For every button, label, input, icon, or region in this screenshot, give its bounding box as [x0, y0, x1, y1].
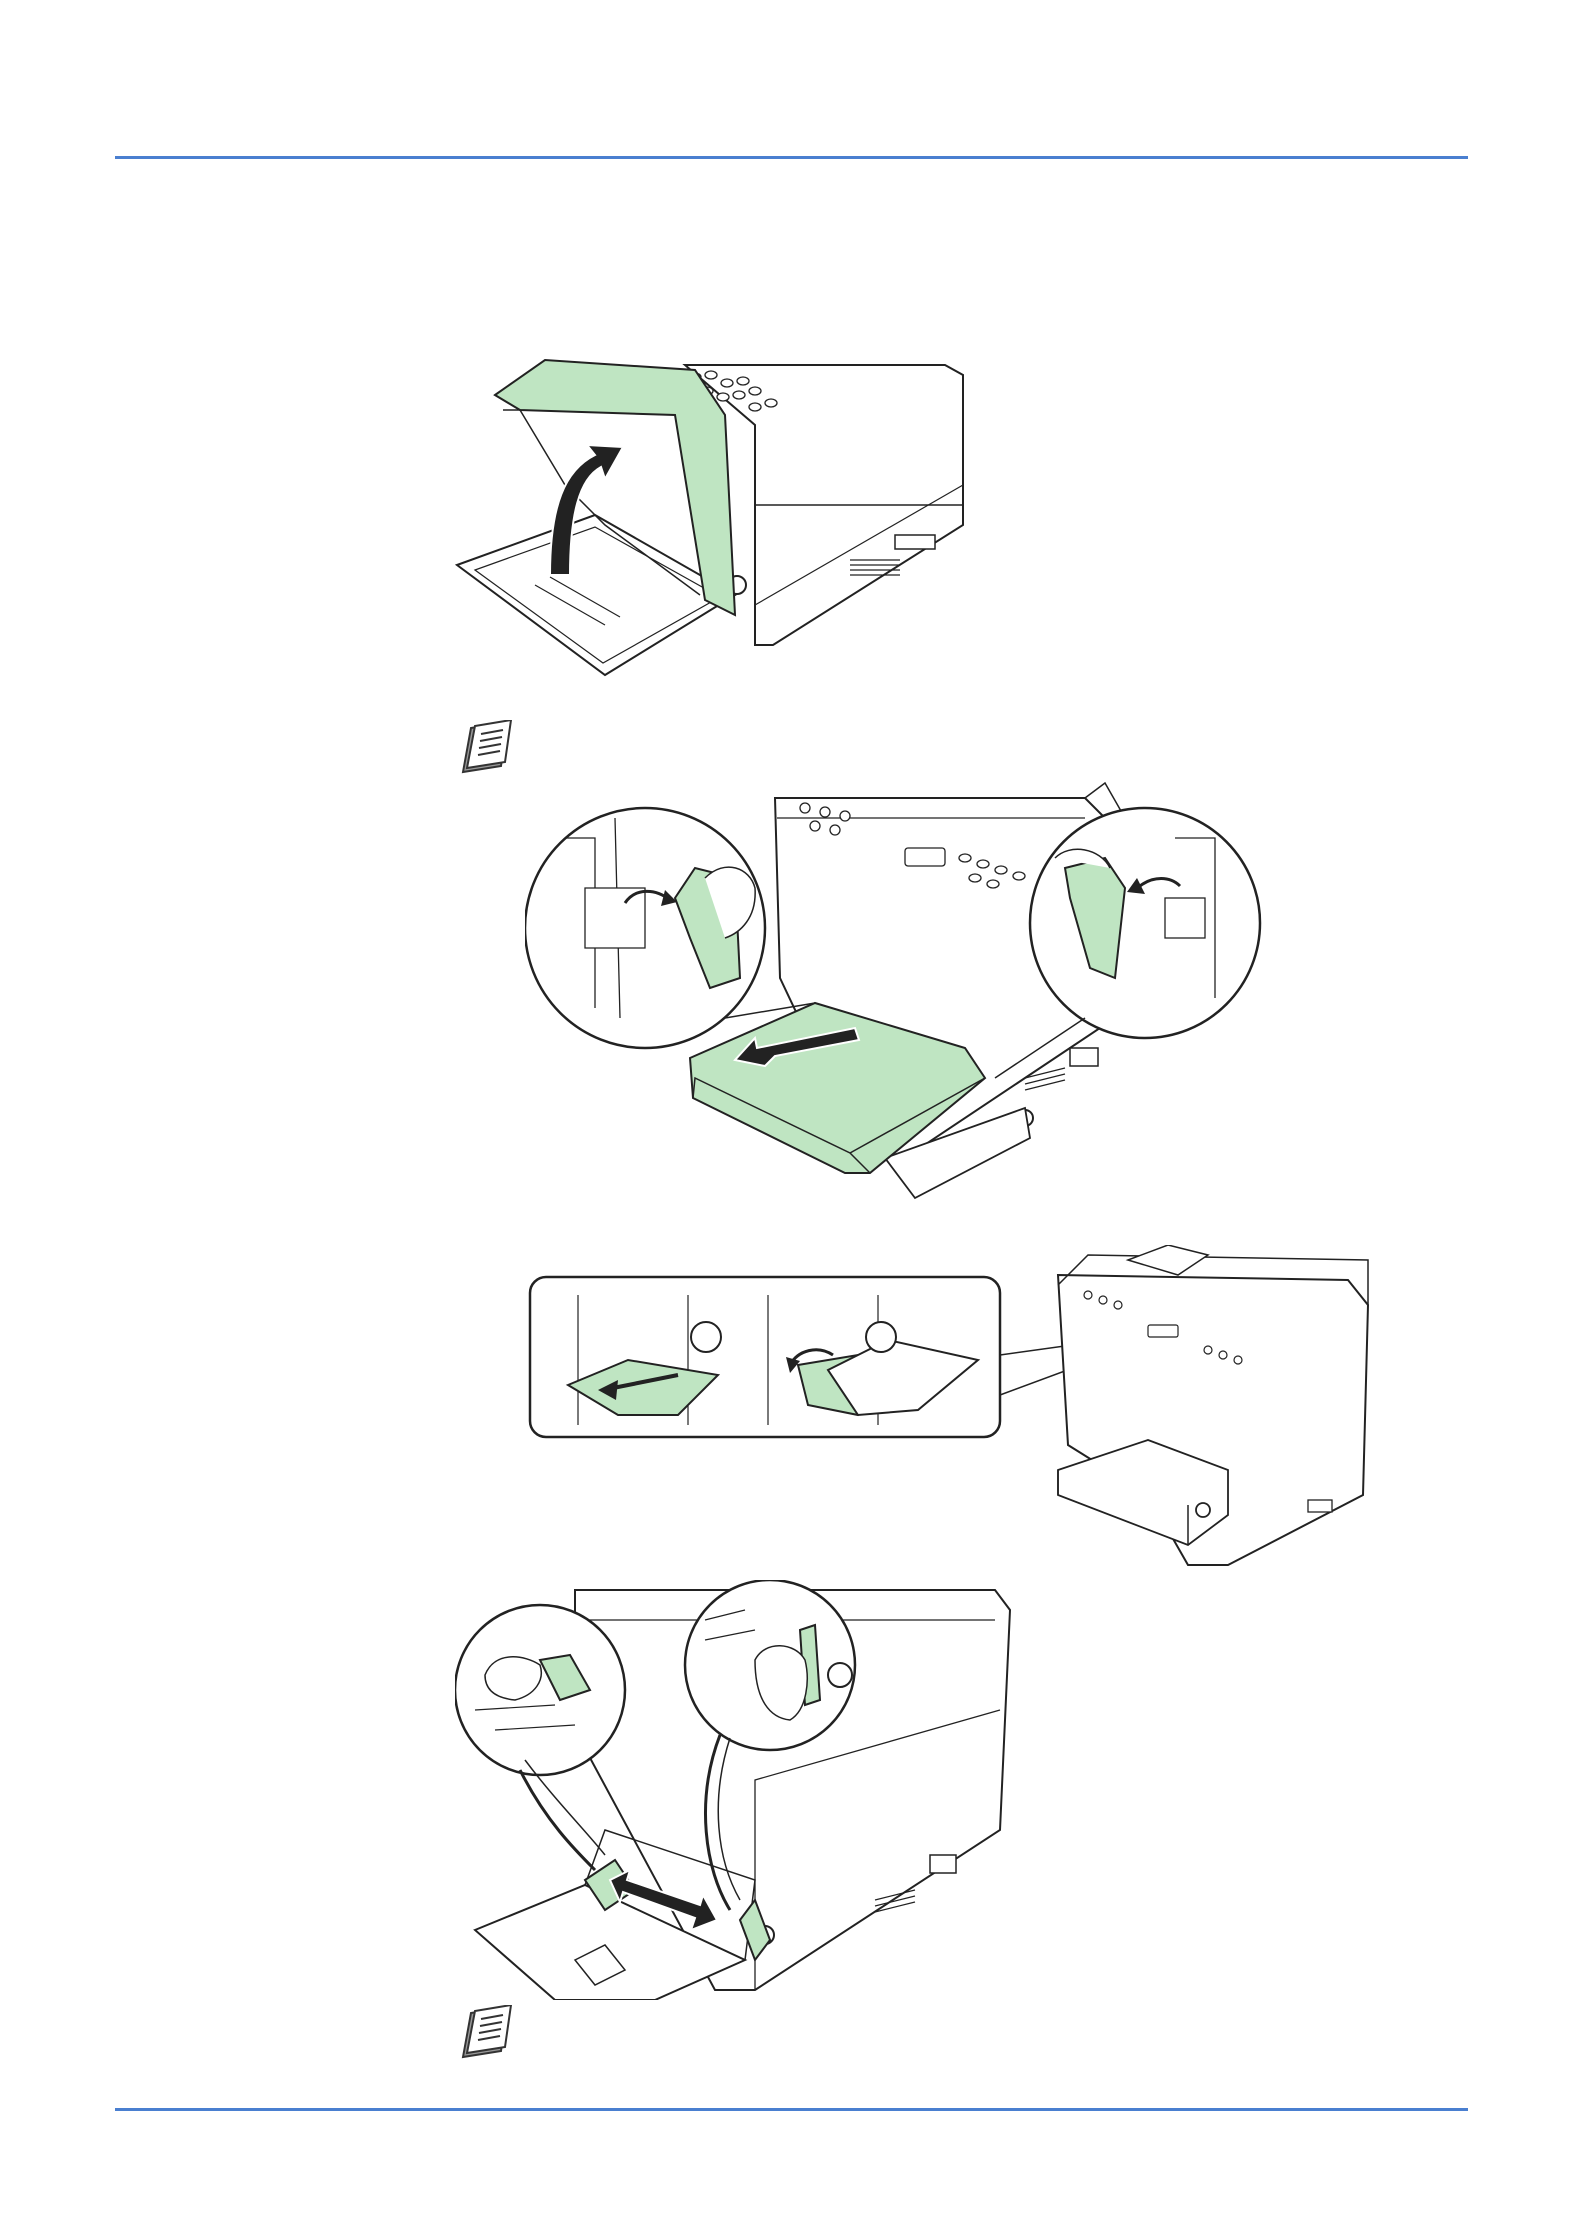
note-icon	[457, 720, 525, 780]
figure-remove-cover	[525, 778, 1285, 1208]
figure-lift-cover	[455, 355, 975, 685]
note-icon	[457, 2005, 525, 2065]
figure-extend-tray	[528, 1245, 1388, 1575]
footer-rule	[115, 2108, 1468, 2111]
figure-slide-guides	[455, 1580, 1015, 2000]
header-rule	[115, 156, 1468, 159]
